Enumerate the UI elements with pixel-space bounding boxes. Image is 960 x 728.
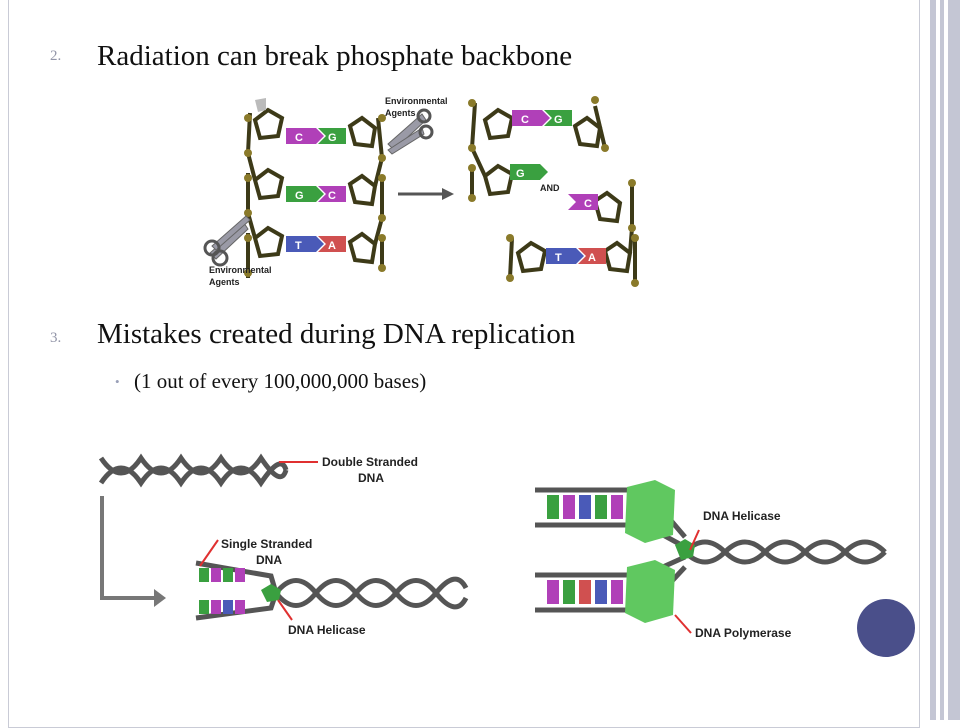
replication-right-diagram: DNA Helicase DNA Polymerase	[535, 480, 887, 640]
radiation-dna-diagram: C G G C T A C G G C T A AND Environmenta…	[203, 96, 639, 287]
helicase-label: DNA Helicase	[703, 509, 781, 523]
agents-label: Agents	[385, 108, 416, 118]
base-label: G	[295, 190, 304, 202]
base-label: G	[516, 168, 525, 180]
polymerase-icon	[625, 480, 675, 543]
single-stranded-label: Single Stranded	[221, 537, 312, 551]
list-item-text: Mistakes created during DNA replication	[97, 318, 576, 350]
radiation-drop-icon	[255, 98, 266, 112]
side-strip	[948, 0, 960, 720]
double-stranded-label: Double Stranded	[322, 455, 418, 469]
sub-bullet-text: (1 out of every 100,000,000 bases)	[134, 369, 427, 393]
agents-label: Agents	[209, 277, 240, 287]
agents-label: Environmental	[385, 96, 448, 106]
helicase-icon	[675, 539, 695, 560]
side-strip	[930, 0, 936, 720]
list-item-text: Radiation can break phosphate backbone	[97, 40, 573, 72]
arrow-right-icon	[398, 188, 454, 200]
bullet-icon: •	[115, 374, 120, 389]
base-label: T	[295, 240, 302, 252]
scissors-icon	[387, 108, 434, 155]
base-label: A	[588, 252, 596, 264]
base-label: T	[555, 252, 562, 264]
polymerase-label: DNA Polymerase	[695, 626, 792, 640]
list-number: 2.	[50, 48, 62, 64]
base-label: G	[328, 132, 337, 144]
base-label: C	[295, 132, 303, 144]
single-stranded-label: DNA	[256, 553, 282, 567]
base-label: C	[521, 114, 529, 126]
helicase-label: DNA Helicase	[288, 623, 366, 637]
scissors-icon	[203, 215, 251, 267]
and-label: AND	[540, 183, 560, 193]
agents-label: Environmental	[209, 265, 272, 275]
base-label: C	[584, 198, 592, 210]
base-label: G	[554, 114, 563, 126]
replication-left-diagram: Double Stranded DNA Single Stranded DNA …	[98, 453, 469, 637]
base-pair-cluster	[547, 495, 623, 604]
list-number: 3.	[50, 330, 62, 346]
side-strip	[940, 0, 944, 720]
base-label: A	[328, 240, 336, 252]
corner-circle	[857, 599, 915, 657]
base-pair-cluster	[199, 568, 245, 614]
base-label: C	[328, 190, 336, 202]
double-stranded-label: DNA	[358, 471, 384, 485]
helicase-icon	[261, 584, 281, 602]
polymerase-icon	[625, 560, 675, 623]
